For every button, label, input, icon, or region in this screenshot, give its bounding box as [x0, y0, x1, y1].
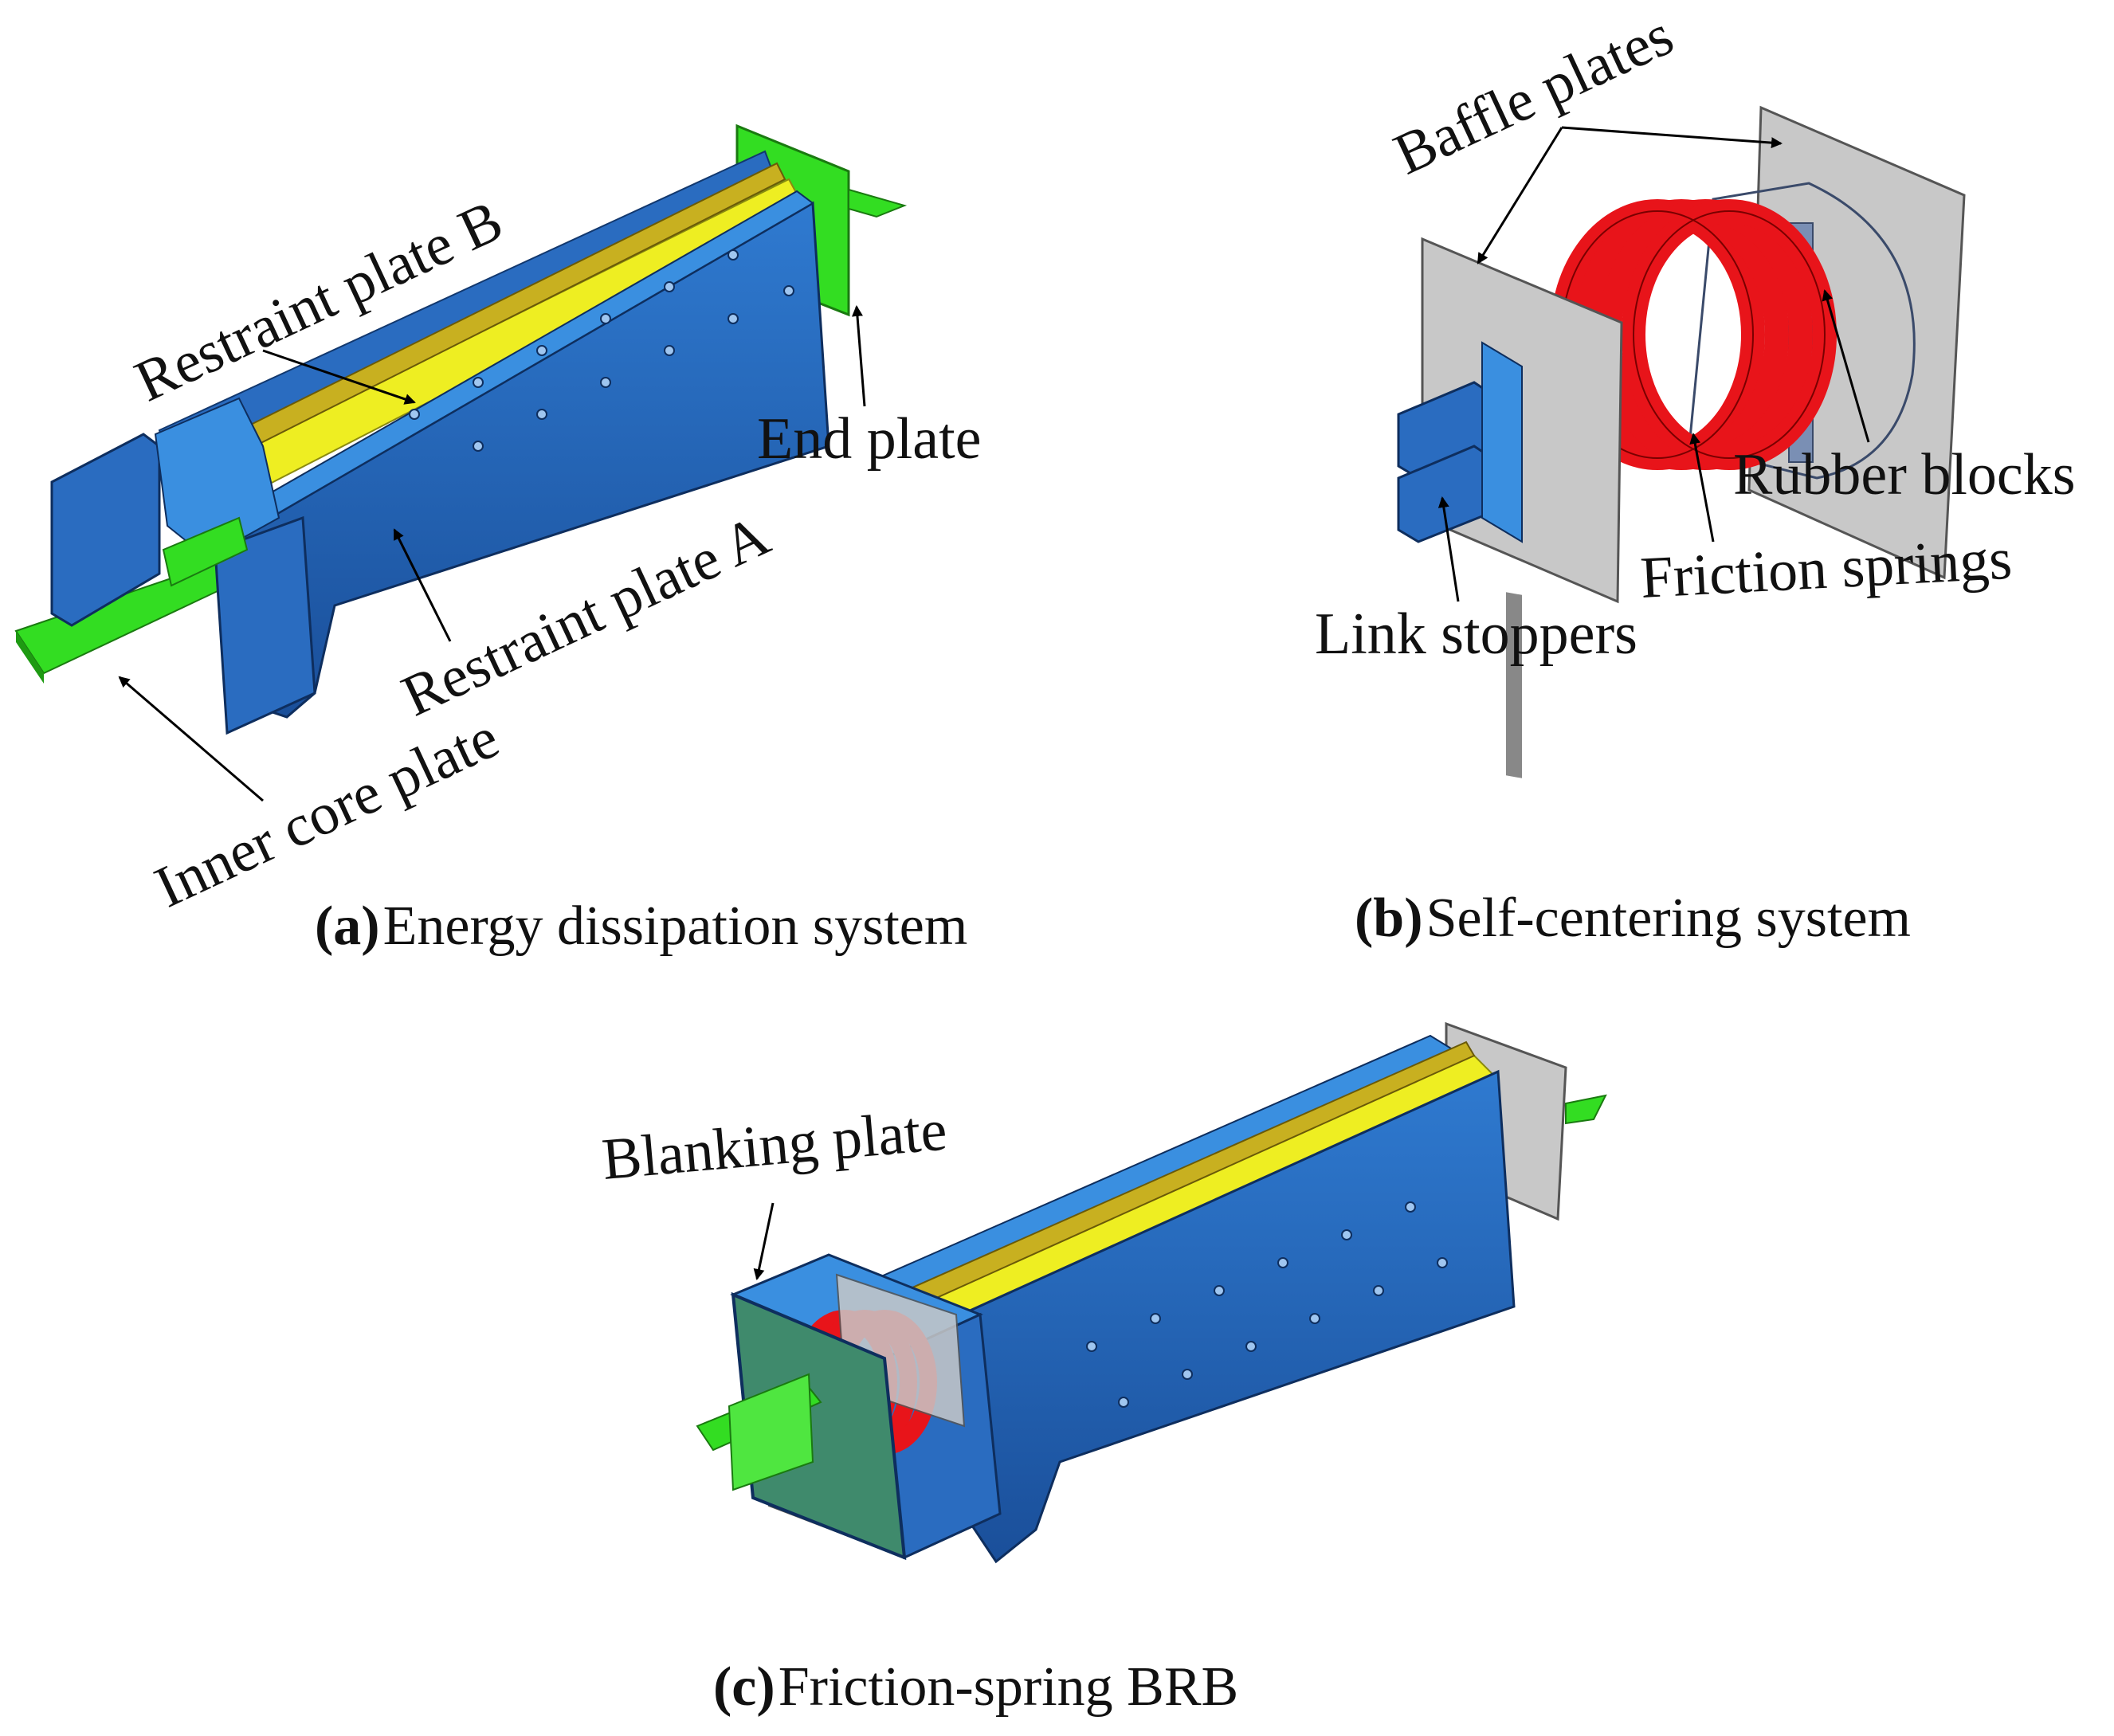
label-inner-core-plate: Inner core plate: [146, 705, 508, 921]
baffle-plate-left-slot: [1506, 592, 1522, 778]
arrow-rubber: [1822, 289, 1870, 443]
link-stoppers-shape: [1397, 341, 1523, 543]
panel-c-friction-spring-brb: Blanking plate (c) Friction-spring BRB: [599, 1021, 1607, 1718]
left-hub: [154, 397, 280, 559]
green-link: [162, 516, 249, 587]
label-link-stoppers: Link stoppers: [1315, 602, 1637, 667]
arrow-restraint-a: [393, 528, 452, 642]
panel-b-self-centering: Baffle plates Rubber blocks Friction spr…: [1315, 2, 2076, 949]
caption-b-text: Self-centering system: [1426, 888, 1911, 949]
left-flange-back: [50, 433, 161, 627]
rubber-block-shape: [1688, 182, 1916, 480]
arrow-inner-core: [118, 676, 264, 802]
inner-core-plate-edge: [16, 631, 44, 684]
label-baffle-plates: Baffle plates: [1385, 2, 1683, 188]
caption-b: (b) Self-centering system: [1355, 888, 1911, 949]
bolt-holes-c: [1086, 1201, 1448, 1408]
arrow-baffle-right: [1561, 126, 1783, 149]
end-tab-green: [1565, 1094, 1607, 1125]
caption-c-text: Friction-spring BRB: [779, 1656, 1239, 1718]
arrow-blanking: [753, 1202, 775, 1280]
bolt-holes-a: [409, 249, 794, 452]
arrow-baffle-left: [1477, 127, 1563, 265]
caption-c-letter: (c): [713, 1656, 775, 1718]
label-end-plate: End plate: [757, 406, 982, 472]
arrow-restraint-b: [262, 349, 416, 405]
label-friction-springs: Friction springs: [1639, 527, 2014, 611]
caption-a-letter: (a): [315, 895, 380, 957]
brb-green-link-vert: [728, 1373, 814, 1491]
caption-b-letter: (b): [1355, 888, 1423, 949]
caption-a-text: Energy dissipation system: [383, 895, 968, 957]
arrow-link: [1437, 496, 1460, 602]
label-rubber-blocks: Rubber blocks: [1733, 442, 2076, 507]
arrow-friction: [1689, 433, 1715, 543]
caption-a: (a) Energy dissipation system: [315, 895, 967, 957]
left-flange-front: [214, 515, 316, 735]
label-blanking-plate: Blanking plate: [599, 1097, 949, 1192]
end-plate-tab: [848, 188, 908, 218]
panel-a-energy-dissipation: Restraint plate B End plate Restraint pl…: [14, 123, 982, 957]
arrow-end-plate: [851, 305, 866, 407]
caption-c: (c) Friction-spring BRB: [713, 1656, 1238, 1718]
